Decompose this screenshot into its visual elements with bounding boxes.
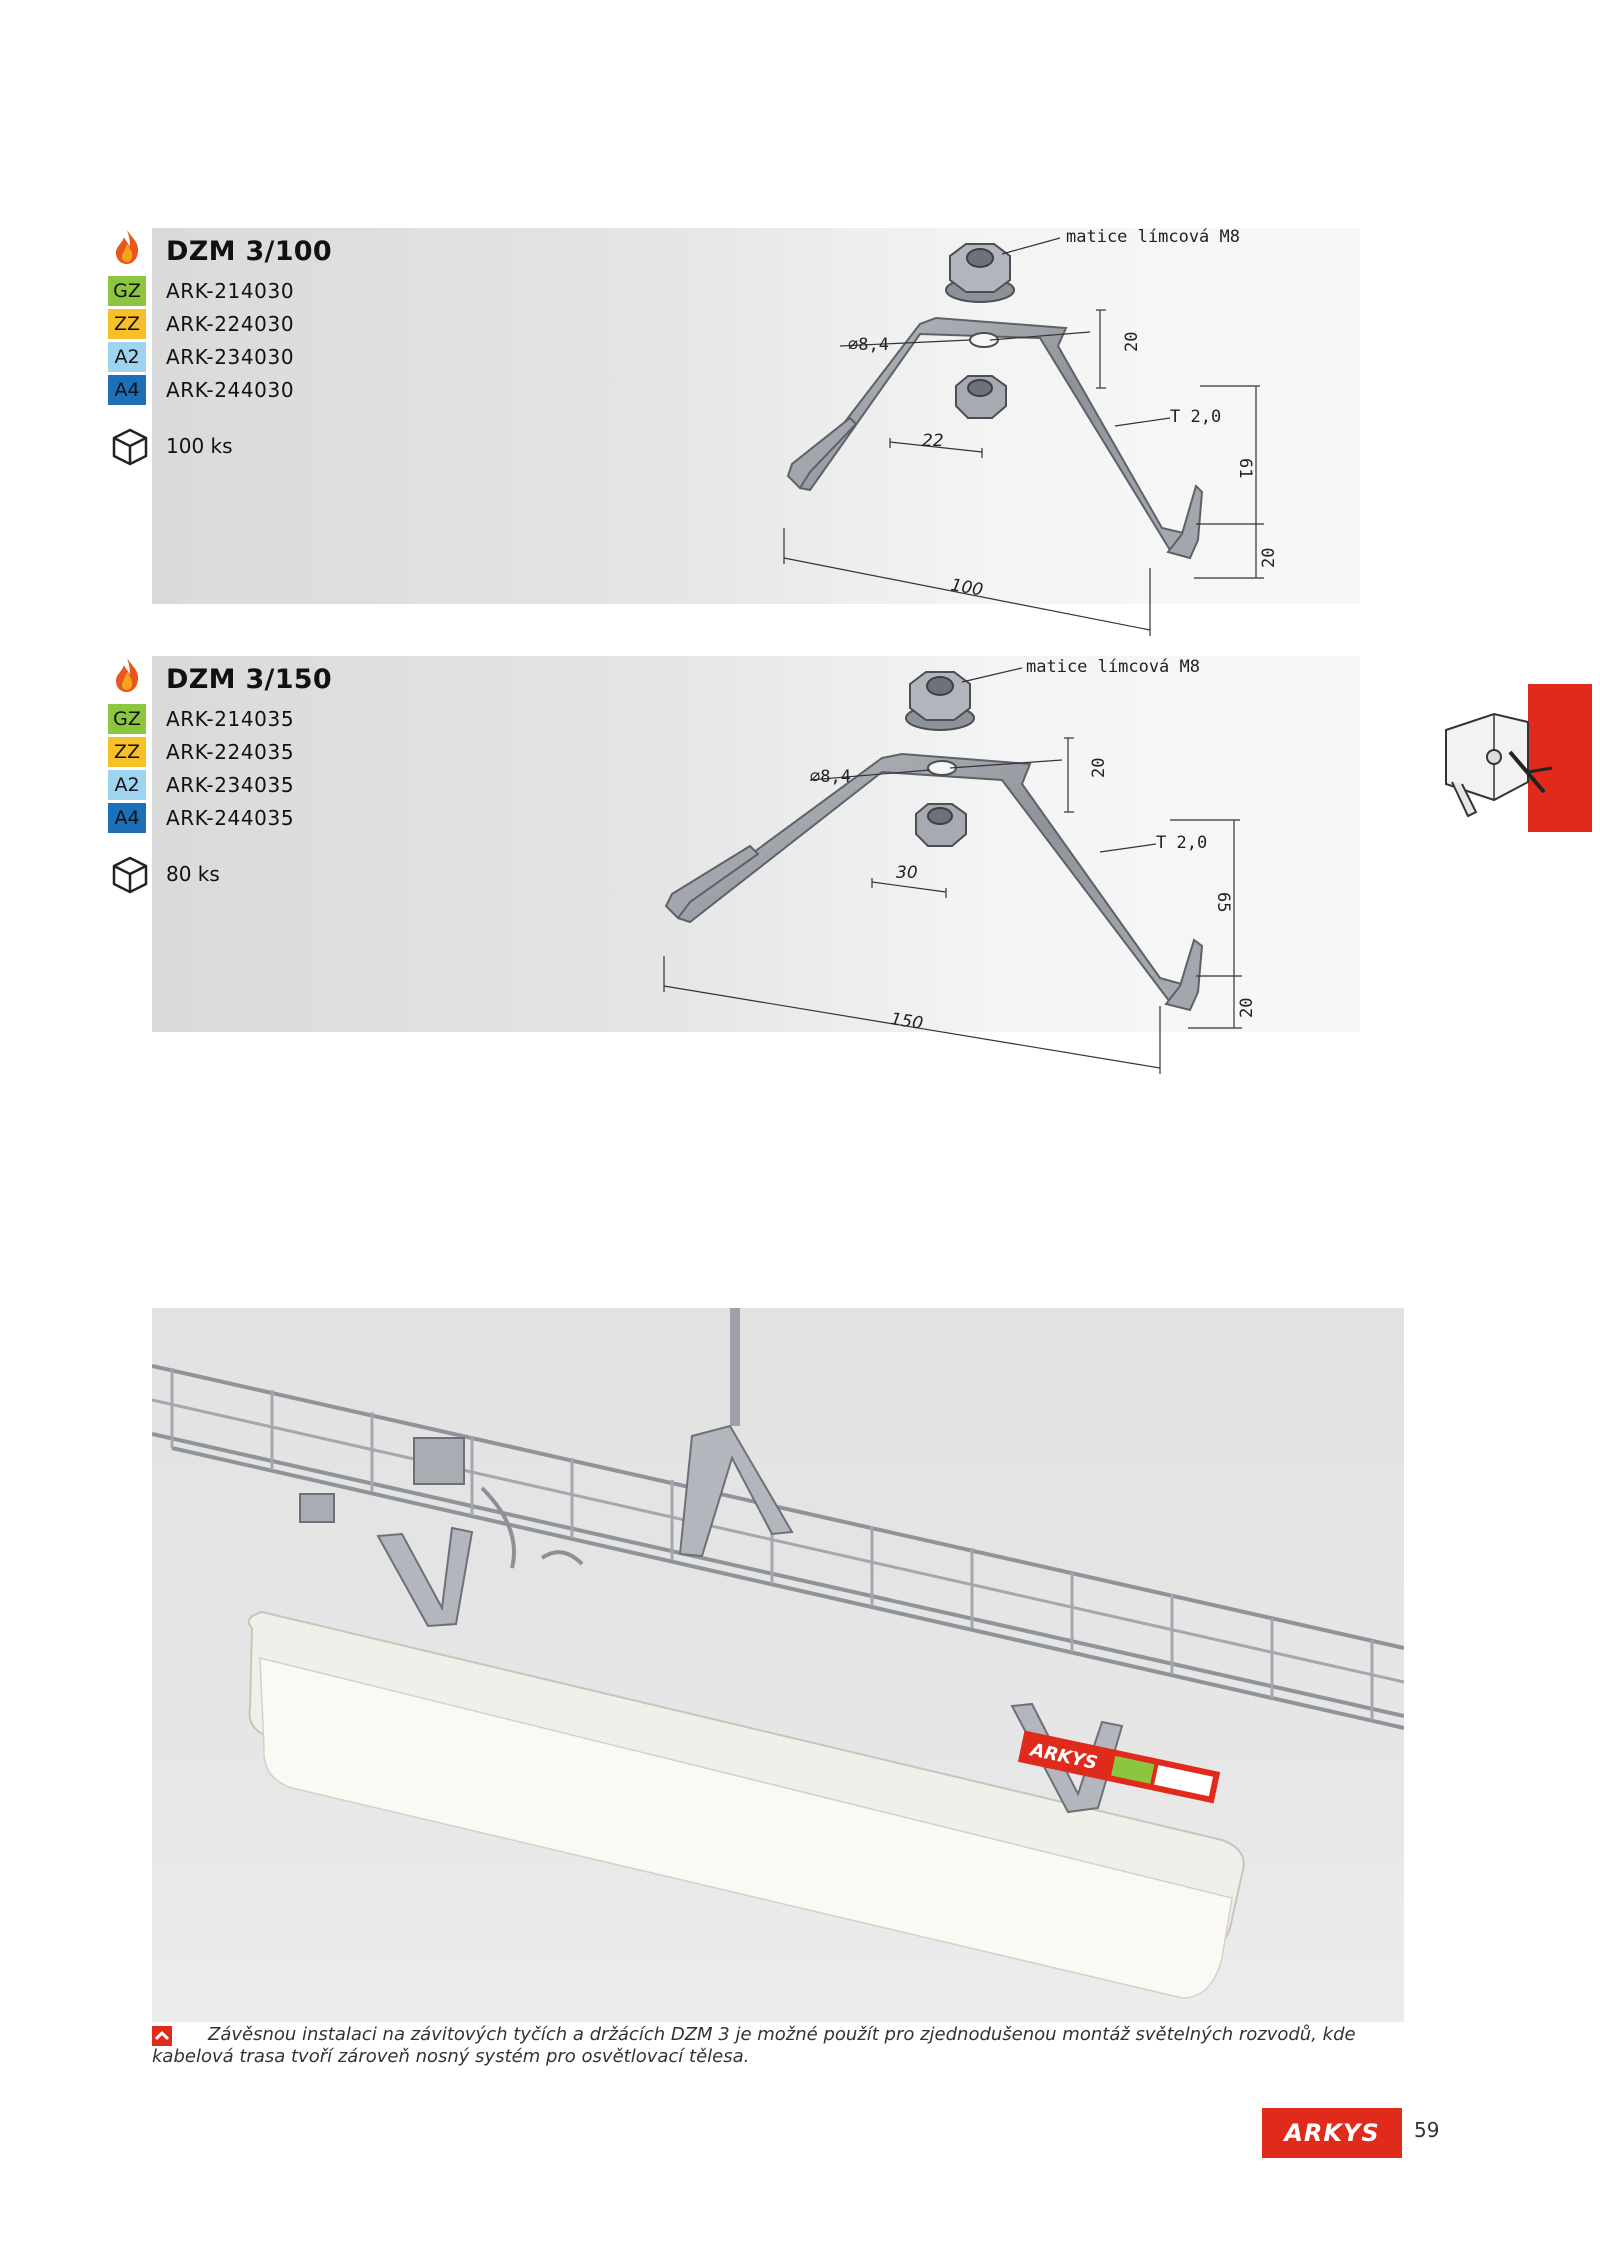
finish-badge-zz: ZZ xyxy=(108,737,146,767)
finish-badge-zz: ZZ xyxy=(108,309,146,339)
product-code: ARK-224035 xyxy=(166,740,295,764)
package-box-icon xyxy=(112,856,148,894)
bracket-thumbnail-icon xyxy=(1445,712,1553,818)
collar-nut-bottom xyxy=(915,803,967,847)
flame-icon xyxy=(116,658,139,692)
product-title: DZM 3/150 xyxy=(166,664,332,695)
dimension-height: 61 xyxy=(1235,458,1255,478)
product-code: ARK-234030 xyxy=(166,345,295,369)
flame-icon xyxy=(116,230,139,264)
dimension-foot: 20 xyxy=(1259,548,1279,568)
product-code: ARK-214030 xyxy=(166,279,295,303)
product-code: ARK-234035 xyxy=(166,773,295,797)
product-code: ARK-244030 xyxy=(166,378,295,402)
product-label: ARKYS xyxy=(1017,1730,1221,1804)
dimension-width: 100 xyxy=(949,575,984,600)
finish-badge-a2: A2 xyxy=(108,342,146,372)
chevron-up-icon xyxy=(152,2026,172,2046)
product-panel-dzm-3-150 xyxy=(152,656,1360,1032)
collar-nut-top xyxy=(945,243,1015,303)
photo-caption: Závěsnou instalaci na závitových tyčích … xyxy=(152,2024,1356,2067)
dimension-spacing: 22 xyxy=(922,431,944,451)
chapter-tab xyxy=(1528,684,1592,832)
arkys-logo: ARKYS xyxy=(1262,2108,1402,2158)
collar-nut-top xyxy=(905,671,975,731)
product-title: DZM 3/100 xyxy=(166,236,332,267)
dimension-foot: 20 xyxy=(1237,998,1257,1018)
product-code: ARK-224030 xyxy=(166,312,295,336)
thickness-label: T 2,0 xyxy=(1170,407,1221,427)
dimension-top: 20 xyxy=(1089,758,1109,778)
hole-diameter-label: ⌀8,4 xyxy=(848,335,889,355)
product-panel-dzm-3-100 xyxy=(152,228,1360,604)
finish-badge-a4: A4 xyxy=(108,803,146,833)
hole-diameter-label: ⌀8,4 xyxy=(810,767,851,787)
nut-label: matice límcová M8 xyxy=(1066,228,1240,247)
technical-drawing-dzm-3-150: matice límcová M8 ⌀8,4 20 T 2,0 30 65 20… xyxy=(663,657,1257,1074)
collar-nut-bottom xyxy=(955,375,1007,419)
finish-badge-a4: A4 xyxy=(108,375,146,405)
finish-badge-gz: GZ xyxy=(108,276,146,306)
package-quantity: 80 ks xyxy=(166,862,220,886)
finish-badge-gz: GZ xyxy=(108,704,146,734)
page-number: 59 xyxy=(1414,2118,1440,2142)
product-code: ARK-244035 xyxy=(166,806,295,830)
nut-label: matice límcová M8 xyxy=(1026,657,1200,677)
dimension-spacing: 30 xyxy=(896,863,918,883)
finish-badge-a2: A2 xyxy=(108,770,146,800)
dimension-width: 150 xyxy=(889,1009,924,1034)
dimension-top: 20 xyxy=(1122,332,1142,352)
thickness-label: T 2,0 xyxy=(1156,833,1207,853)
technical-drawing-dzm-3-100: matice límcová M8 ⌀8,4 20 T 2,0 22 61 20… xyxy=(783,228,1279,636)
dimension-height: 65 xyxy=(1213,892,1233,912)
package-quantity: 100 ks xyxy=(166,434,233,458)
installation-photo: ARKYS xyxy=(152,1308,1404,2022)
product-code: ARK-214035 xyxy=(166,707,295,731)
package-box-icon xyxy=(112,428,148,466)
